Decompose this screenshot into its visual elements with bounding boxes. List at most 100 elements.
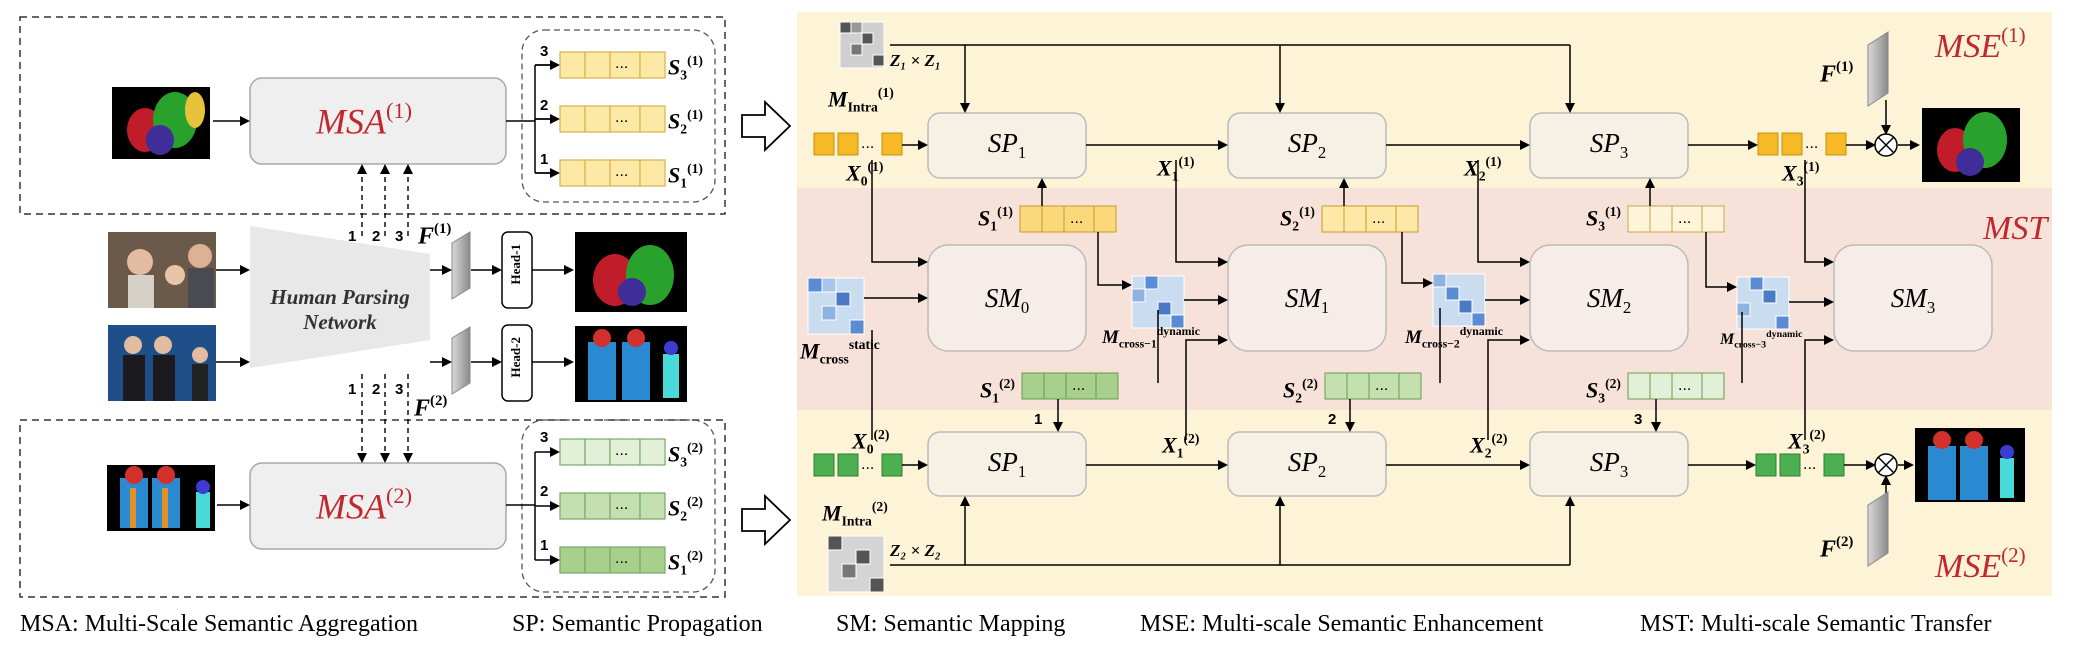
mse1-label: MSE(1) [1935,23,2026,65]
input-photo-stage [108,325,216,401]
legend-msa: MSA: Multi-Scale Semantic Aggregation [20,611,418,637]
head-2-output-image [575,326,687,402]
legend-sm: SM: Semantic Mapping [836,611,1066,637]
multiply-circle-top [1874,133,1898,157]
s1-bottom-label: S1(2) [980,376,1015,406]
msa1-label: MSA(1) [316,98,413,142]
msa2-scale-set-frame [521,419,716,593]
sp3-bottom-box [1529,431,1689,497]
sm3-box [1833,244,1993,352]
msa2-dashed-frame [19,419,726,598]
sp1-bottom-label: SP1 [987,447,1027,481]
sm0-box [927,244,1087,352]
s3-bottom-label: S3(2) [1586,376,1621,406]
ellipsis: ... [615,55,629,72]
s1-top-tokens [1019,205,1117,233]
sm1-label: SM1 [1284,283,1330,317]
s-bottom-num-2: 2 [1328,411,1337,428]
head-2-box [501,324,533,402]
input-photo-family [108,232,216,308]
ellipsis: ... [615,109,629,126]
msa1-sup: (1) [385,98,413,123]
ellipsis: ... [1678,377,1692,394]
sp3-top-label: SP3 [1589,128,1629,162]
msa1-token-rows [559,51,666,187]
arrow-num-1-top: 1 [348,228,357,245]
s1-top-label: S1(1) [978,204,1013,234]
ellipsis: ... [861,135,875,152]
legend-mst: MST: Multi-scale Semantic Transfer [1640,611,1992,637]
feature-map-F1-right [1867,31,1889,107]
hollow-arrow-bottom [741,493,792,547]
x3-bottom-label: X3(2) [1788,427,1826,457]
s-bottom-num-1: 1 [1034,411,1043,428]
s2-bottom-label: S2(2) [1283,376,1318,406]
F1-right-label: F(1) [1820,59,1854,88]
m-dyn-2-label: Mcross−2dynamic [1405,325,1503,351]
sp3-bottom-label: SP3 [1589,447,1629,481]
m-static-label: Mcrossstatic [800,337,880,367]
ellipsis: ... [615,550,629,567]
msa2-label: MSA(2) [316,483,413,527]
sm0-label: SM0 [984,283,1030,317]
msa2-token-rows [559,438,666,574]
feature-map-F1 [451,231,471,300]
sm1-box [1227,244,1387,352]
human-parsing-network-shape [250,226,430,368]
ellipsis: ... [861,456,875,473]
arrow-num-1-bottom: 1 [348,381,357,398]
x2-top-label: X2(1) [1464,154,1502,184]
output-segmentation-bottom [1915,428,2025,502]
x0-bottom-label: X0(2) [852,427,890,457]
x3-top-label: X3(1) [1782,159,1820,189]
head-1-label: Head-1 [508,244,523,285]
msa2-box [249,462,507,550]
sm3-label: SM3 [1890,283,1936,317]
right-connectors [864,44,1920,566]
ellipsis: ... [1805,135,1819,152]
multiply-circle-bottom [1874,453,1898,477]
ellipsis: ... [615,163,629,180]
msa1-scale-num-2: 2 [540,97,549,114]
msa2-scale-num-3: 3 [540,429,549,446]
legend-mse: MSE: Multi-scale Semantic Enhancement [1140,611,1544,637]
x1-output-tokens [1757,132,1847,156]
sp2-bottom-label: SP2 [1287,447,1327,481]
msa1-name: MSA [316,101,386,142]
s2-top-label: S2(1) [1280,204,1315,234]
msa1-dashed-frame [19,16,726,215]
legend-sp: SP: Semantic Propagation [512,611,763,637]
z2-label: Z₂ × Z₂ [890,541,941,560]
s2-top-tokens [1321,205,1419,233]
dynamic-matrix-3 [1736,276,1790,330]
msa2-s3-label: S3(2) [668,440,703,470]
ellipsis: ... [1803,456,1817,473]
arrow-num-2-bottom: 2 [372,381,381,398]
sp2-top-label: SP2 [1287,128,1327,162]
x1-input-tokens [813,132,903,156]
x2-output-tokens [1755,453,1845,477]
s2-bottom-tokens [1324,372,1422,400]
head-2-label: Head-2 [508,337,523,378]
s3-top-tokens [1627,205,1725,233]
m-intra-1-label: MIntra(1) [828,85,894,115]
static-cross-matrix [807,277,865,335]
F2-label: F(2) [414,393,448,422]
m-dyn-3-label: Mcross−3dynamic [1720,329,1803,351]
msa2-s2-label: S2(2) [668,494,703,524]
msa2-scale-num-1: 1 [540,537,549,554]
sp1-top-label: SP1 [987,128,1027,162]
msa1-scale-num-1: 1 [540,151,549,168]
x2-bottom-label: X2(2) [1470,431,1508,461]
ellipsis: ... [1375,377,1389,394]
msa2-sup: (2) [385,483,413,508]
x1-bottom-label: X1(2) [1162,431,1200,461]
sm2-box [1529,244,1689,352]
msa1-s2-label: S2(1) [668,107,703,137]
scale-link-arrows [357,164,413,463]
msa2-name: MSA [316,486,386,527]
msa1-s3-label: S3(1) [668,53,703,83]
sp1-bottom-box [927,431,1087,497]
